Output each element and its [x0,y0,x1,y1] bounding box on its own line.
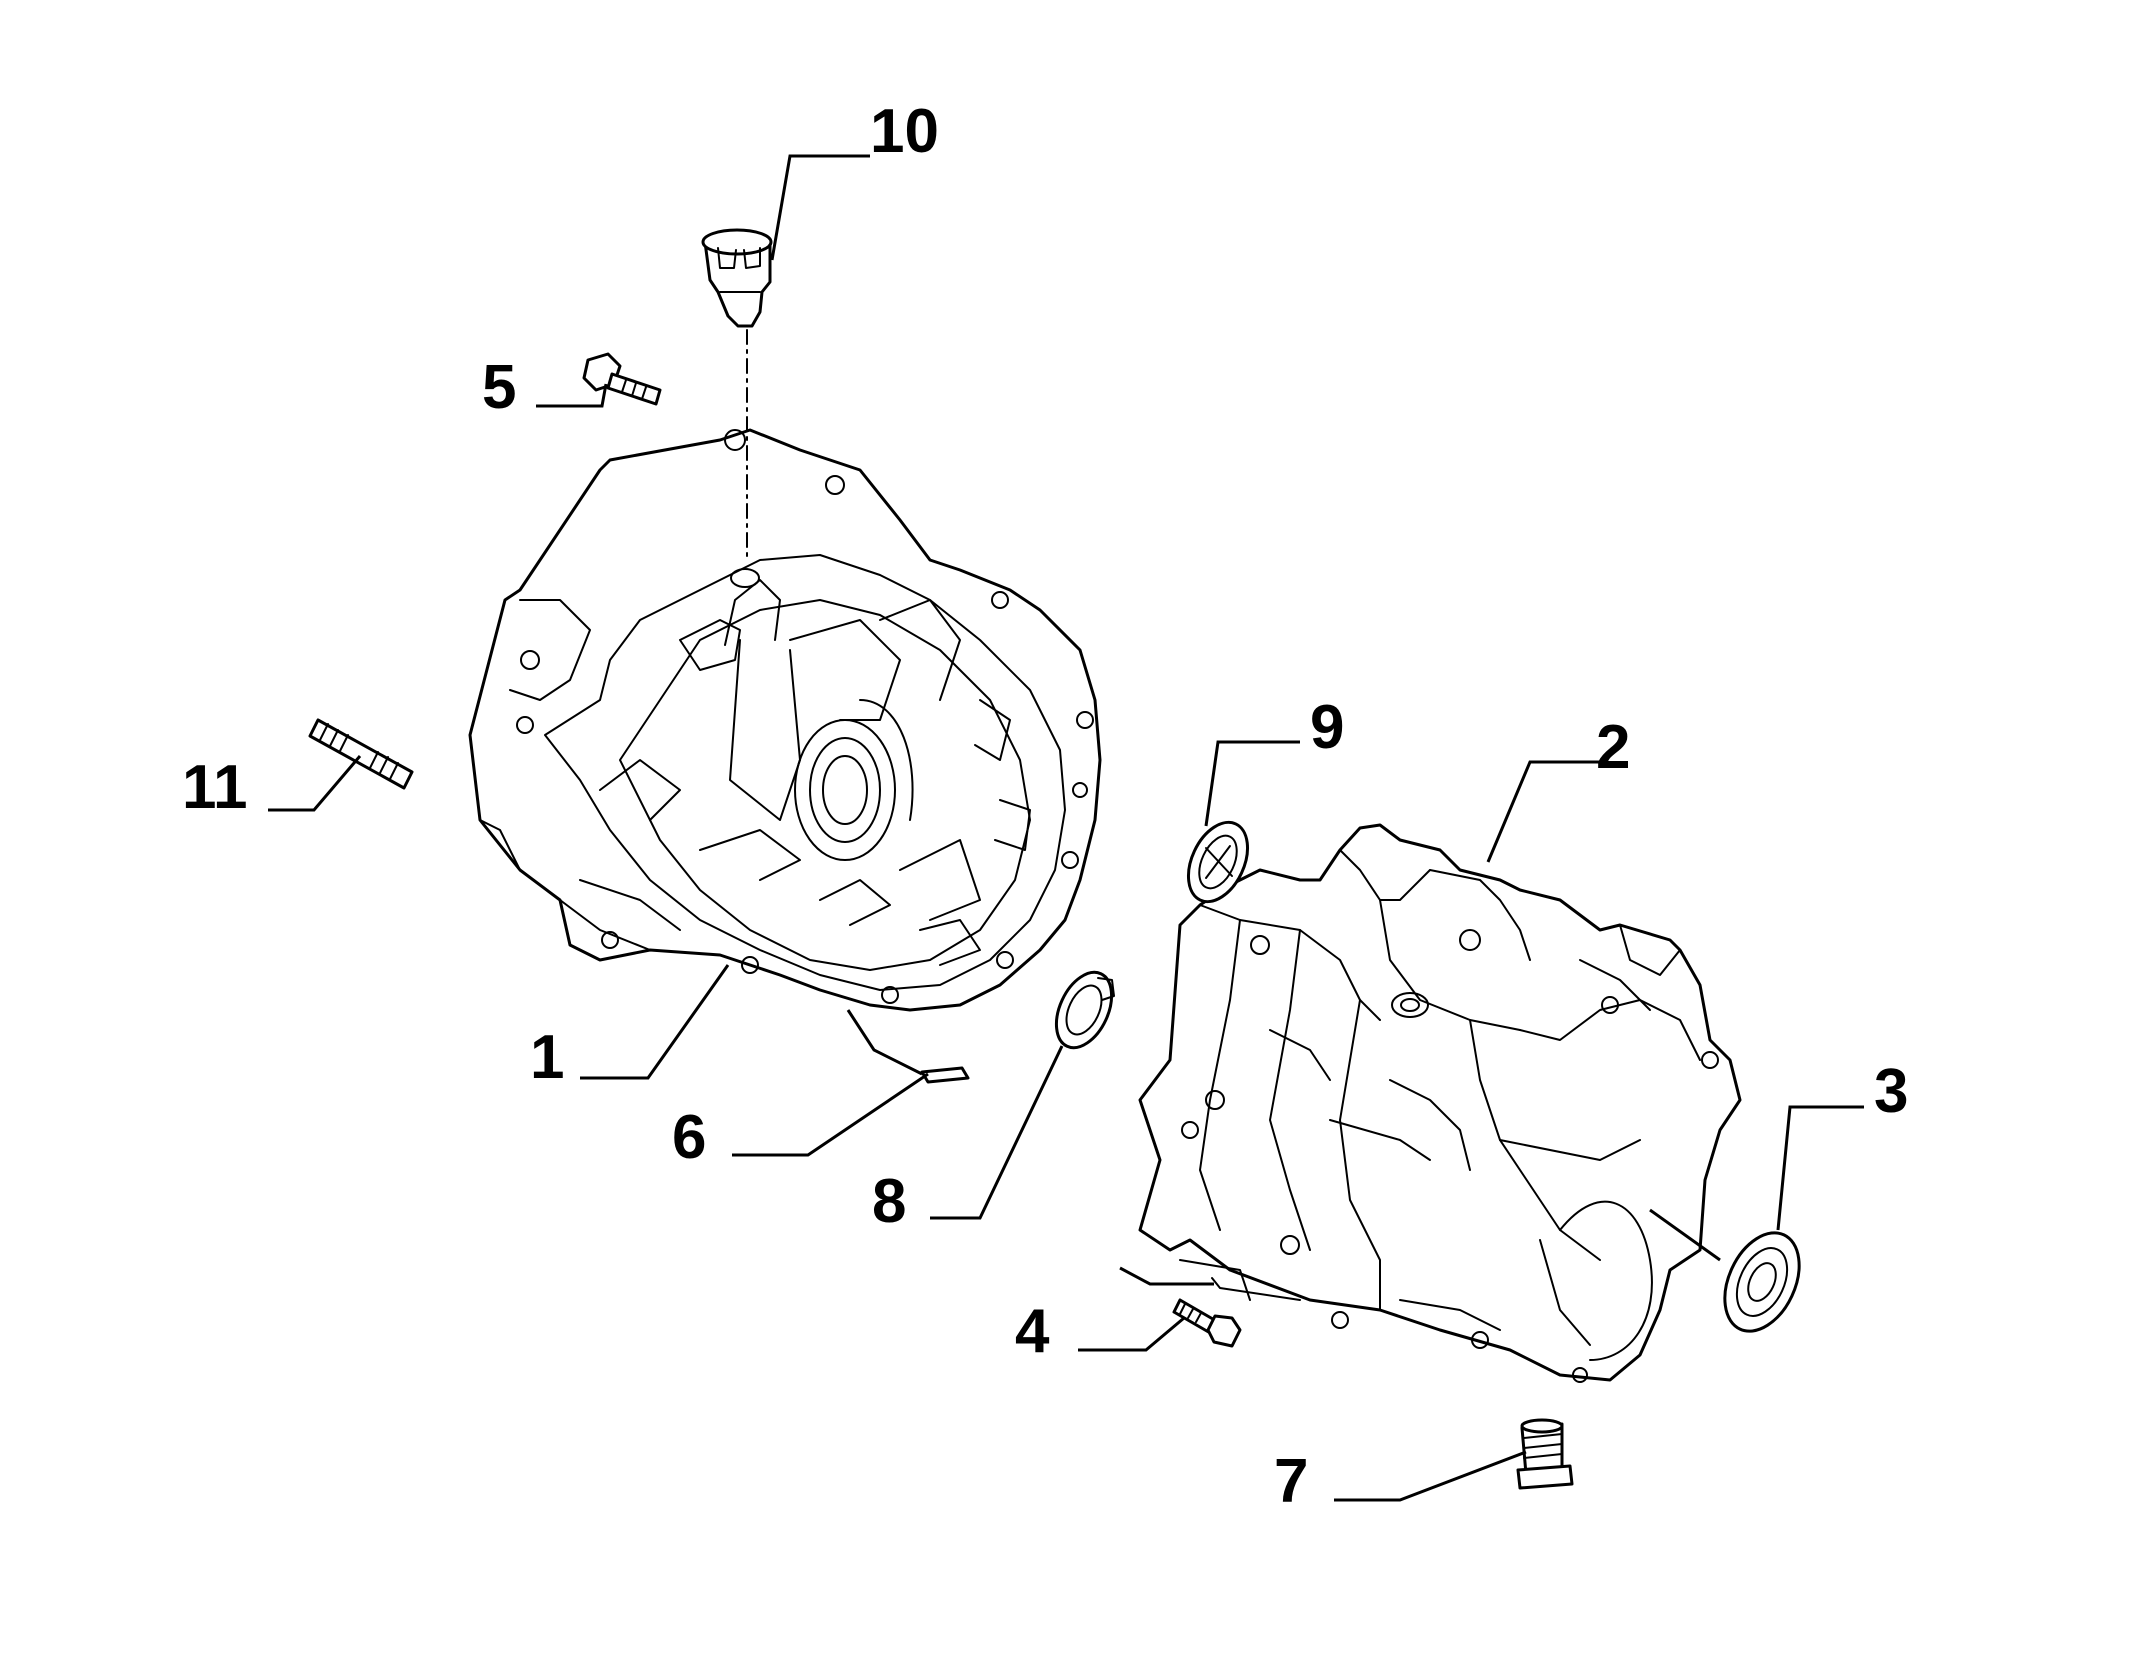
callout-8: 8 [872,1167,906,1236]
callout-10: 10 [870,97,939,166]
callout-1: 1 [530,1023,564,1092]
callout-5: 5 [482,353,516,422]
leader-9 [1204,740,1300,827]
callout-7: 7 [1274,1447,1308,1516]
leader-7 [1334,1450,1527,1502]
part-7-drain-plug[interactable] [1516,1418,1574,1490]
part-3-oil-seal[interactable] [1710,1221,1814,1343]
callout-2: 2 [1596,713,1630,782]
part-10-bushing[interactable] [701,228,773,328]
leader-4-aux [1119,1266,1214,1286]
part-6-dowel[interactable] [920,1066,970,1084]
leader-6 [732,1072,929,1157]
leader-lines [268,154,1864,1502]
part-8-seal[interactable] [1045,964,1122,1057]
callout-11: 11 [182,753,248,822]
leader-3 [1776,1105,1864,1231]
leader-1 [580,964,730,1080]
callout-3: 3 [1874,1057,1908,1126]
leader-6-aux [846,1009,923,1076]
leader-11 [268,755,362,812]
leader-8 [930,1045,1064,1220]
callout-6: 6 [672,1103,706,1172]
leader-3-aux [1649,1208,1721,1262]
callout-4: 4 [1015,1297,1050,1366]
leader-10 [770,154,870,261]
part-2-gearbox-casing[interactable] [1138,823,1742,1383]
part-4-bolt[interactable] [1172,1298,1242,1348]
mounting-tab [1211,1277,1301,1301]
leader-5 [536,383,608,408]
leader-4 [1078,1316,1185,1352]
part-11-stud[interactable] [308,718,414,790]
leader-2 [1486,760,1600,863]
callout-9: 9 [1310,693,1344,762]
callout-labels: 1 2 3 4 5 6 7 8 9 10 11 [182,97,1908,1516]
part-9-seal[interactable] [1177,813,1260,911]
part-1-clutch-housing[interactable] [468,428,1102,1012]
part-5-bolt[interactable] [582,352,662,406]
